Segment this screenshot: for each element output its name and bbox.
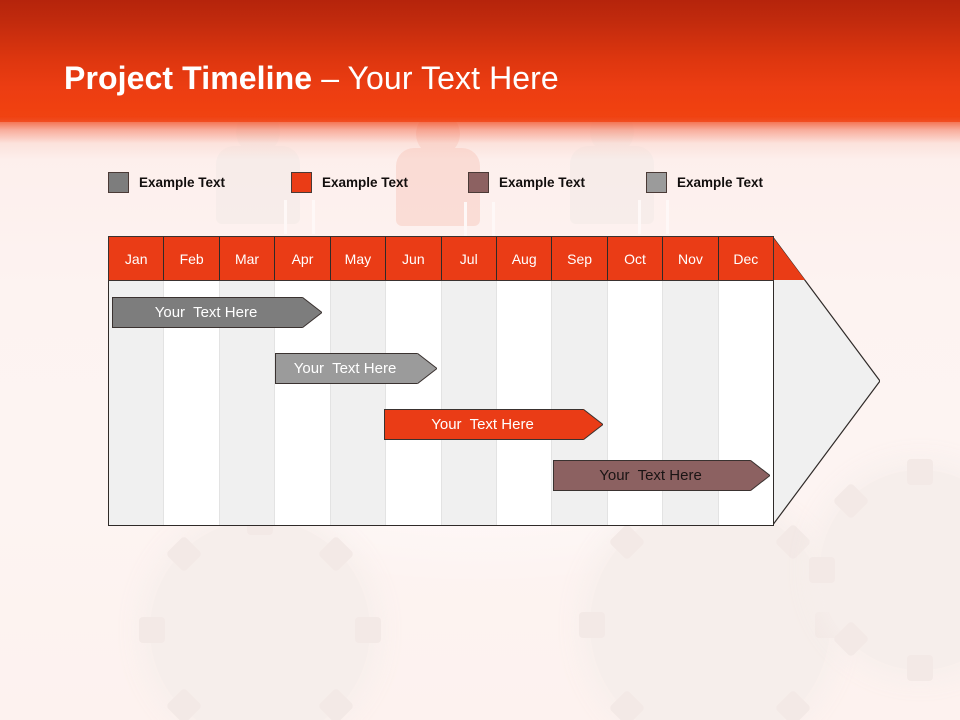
timeline-bar-label: Your Text Here	[293, 360, 397, 377]
legend-item[interactable]: Example Text	[646, 168, 763, 196]
legend-item[interactable]: Example Text	[108, 168, 225, 196]
month-cell-apr[interactable]: Apr	[275, 237, 331, 280]
timeline-bar[interactable]: Your Text Here	[275, 353, 437, 384]
legend-swatch-icon	[291, 171, 312, 193]
timeline-bar-label: Your Text Here	[154, 304, 258, 321]
month-cell-feb[interactable]: Feb	[164, 237, 220, 280]
legend-swatch-icon	[468, 171, 489, 193]
month-cell-sep[interactable]: Sep	[552, 237, 608, 280]
grid-column	[330, 280, 387, 525]
legend-item-label: Example Text	[499, 174, 586, 190]
grid-column	[441, 280, 497, 525]
legend: Example Text Example Text Example Text E…	[108, 168, 808, 196]
month-cell-aug[interactable]: Aug	[497, 237, 553, 280]
month-cell-nov[interactable]: Nov	[663, 237, 719, 280]
legend-item-label: Example Text	[139, 174, 226, 190]
legend-item-label: Example Text	[322, 174, 409, 190]
month-cell-dec[interactable]: Dec	[733, 250, 759, 267]
timeline-chart: Jan Feb Mar Apr May Jun Jul Aug Sep Oct …	[108, 236, 880, 526]
timeline-bar[interactable]: Your Text Here	[384, 409, 603, 440]
page-title: Project Timeline – Your Text Here	[64, 58, 559, 98]
legend-item[interactable]: Example Text	[468, 168, 585, 196]
month-cell-oct[interactable]: Oct	[608, 237, 664, 280]
month-cell-may[interactable]: May	[331, 237, 387, 280]
chart-arrow-point	[772, 236, 880, 526]
legend-item[interactable]: Example Text	[291, 168, 408, 196]
timeline-bar-label: Your Text Here	[599, 467, 702, 484]
timeline-bar[interactable]: Your Text Here	[553, 460, 770, 491]
month-cell-mar[interactable]: Mar	[220, 237, 276, 280]
page-title-light: – Your Text Here	[312, 60, 559, 96]
legend-swatch-icon	[646, 171, 667, 193]
month-cell-jun[interactable]: Jun	[386, 237, 442, 280]
header-banner	[0, 0, 960, 122]
grid-column	[386, 280, 442, 525]
header-banner-fade	[0, 116, 960, 160]
page-title-strong: Project Timeline	[64, 60, 313, 96]
month-header-row: Jan Feb Mar Apr May Jun Jul Aug Sep Oct …	[108, 236, 774, 281]
gear-icon	[139, 509, 381, 720]
month-cell-jul[interactable]: Jul	[442, 237, 497, 280]
gear-icon	[579, 494, 841, 720]
timeline-bar[interactable]: Your Text Here	[112, 297, 322, 328]
legend-item-label: Example Text	[677, 174, 764, 190]
month-cell-jan[interactable]: Jan	[109, 237, 165, 280]
legend-swatch-icon	[108, 171, 129, 193]
timeline-bar-label: Your Text Here	[431, 416, 534, 433]
grid-column	[497, 280, 553, 525]
